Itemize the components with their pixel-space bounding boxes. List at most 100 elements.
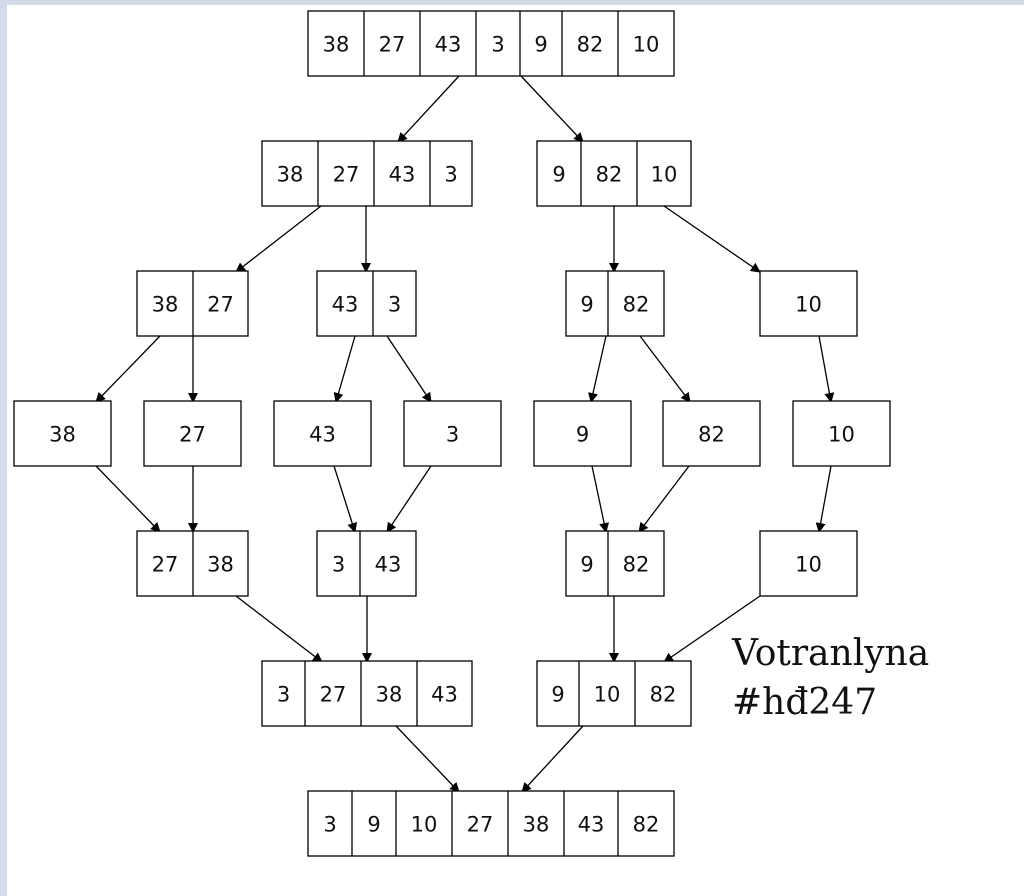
cell-value: 43: [435, 33, 462, 57]
node-n11: 9: [533, 400, 632, 467]
node-box: [759, 270, 858, 337]
node-box: [13, 400, 112, 467]
node-box: [307, 790, 675, 857]
watermark-line-2: #hđ247: [732, 682, 877, 723]
watermark: Votranlyna #hđ247: [731, 633, 929, 723]
node-box: [143, 400, 242, 467]
cell-value: 3: [323, 813, 336, 837]
node-n12: 82: [662, 400, 761, 467]
cell-value: 38: [49, 423, 76, 447]
edge-n4-n9: [333, 335, 356, 403]
edge-n17-n19: [663, 595, 761, 663]
edge-n10-n15: [386, 465, 432, 533]
edge-n12-n16: [638, 465, 690, 533]
cell-value: 82: [577, 33, 604, 57]
edge-n0-n1: [397, 75, 460, 143]
node-box: [316, 270, 417, 337]
cell-value: 38: [376, 683, 403, 707]
node-box: [759, 530, 858, 597]
cell-value: 9: [534, 33, 547, 57]
node-box: [307, 10, 675, 77]
edge-n5-n12: [639, 335, 691, 403]
edge-n11-n16: [591, 465, 610, 533]
cell-value: 82: [623, 553, 650, 577]
cell-value: 43: [389, 163, 416, 187]
window-top-border: [0, 0, 1024, 5]
cell-value: 38: [323, 33, 350, 57]
edge-n19-n20: [521, 725, 584, 793]
node-box: [261, 660, 473, 727]
cell-value: 10: [633, 33, 660, 57]
cell-value: 27: [320, 683, 347, 707]
node-n14: 27 38: [136, 530, 249, 597]
node-n13: 10: [792, 400, 891, 467]
node-box: [316, 530, 417, 597]
watermark-line-1: Votranlyna: [731, 633, 929, 674]
edge-n6-n13: [818, 335, 835, 403]
edge-n2-n6: [663, 205, 761, 273]
cell-value: 38: [523, 813, 550, 837]
edge-n4-n10: [386, 335, 432, 403]
node-n16: 9 82: [565, 530, 665, 597]
node-n17: 10: [759, 530, 858, 597]
cell-value: 10: [594, 683, 621, 707]
node-n10: 3: [403, 400, 502, 467]
cell-value: 9: [552, 163, 565, 187]
cell-value: 10: [795, 553, 822, 577]
edge-n0-n2: [520, 75, 584, 143]
edge-n5-n11: [588, 335, 607, 403]
cell-value: 27: [179, 423, 206, 447]
cell-value: 27: [152, 553, 179, 577]
cell-value: 3: [277, 683, 290, 707]
node-n6: 10: [759, 270, 858, 337]
cell-value: 9: [580, 293, 593, 317]
edge-n7-n14: [95, 465, 161, 533]
node-box: [536, 140, 692, 207]
node-n18: 3 27 38 43: [261, 660, 473, 727]
cell-value: 9: [580, 553, 593, 577]
cell-value: 43: [431, 683, 458, 707]
cell-value: 82: [698, 423, 725, 447]
edge-n3-n7: [95, 335, 161, 403]
node-n7: 38: [13, 400, 112, 467]
edge-n9-n15: [333, 465, 358, 533]
node-box: [662, 400, 761, 467]
cell-value: 38: [152, 293, 179, 317]
edge-n14-n18: [235, 595, 323, 663]
node-n15: 3 43: [316, 530, 417, 597]
node-box: [565, 270, 665, 337]
cell-value: 43: [309, 423, 336, 447]
cell-value: 38: [207, 553, 234, 577]
node-box: [536, 660, 692, 727]
node-box: [273, 400, 372, 467]
node-n4: 43 3: [316, 270, 417, 337]
edges-layer: [95, 75, 835, 793]
cell-value: 10: [795, 293, 822, 317]
cell-value: 3: [332, 553, 345, 577]
cell-value: 9: [576, 423, 589, 447]
cell-value: 27: [379, 33, 406, 57]
cell-value: 27: [467, 813, 494, 837]
node-box: [403, 400, 502, 467]
node-n9: 43: [273, 400, 372, 467]
cell-value: 82: [623, 293, 650, 317]
edge-n1-n3: [235, 205, 322, 273]
cell-value: 10: [651, 163, 678, 187]
cell-value: 10: [411, 813, 438, 837]
cell-value: 27: [207, 293, 234, 317]
cell-value: 43: [375, 553, 402, 577]
cell-value: 10: [828, 423, 855, 447]
cell-value: 3: [491, 33, 504, 57]
cell-value: 43: [332, 293, 359, 317]
cell-value: 3: [388, 293, 401, 317]
edge-n13-n17: [815, 465, 832, 533]
cell-value: 38: [277, 163, 304, 187]
node-n3: 38 27: [136, 270, 249, 337]
node-box: [792, 400, 891, 467]
window-left-border: [0, 0, 7, 896]
